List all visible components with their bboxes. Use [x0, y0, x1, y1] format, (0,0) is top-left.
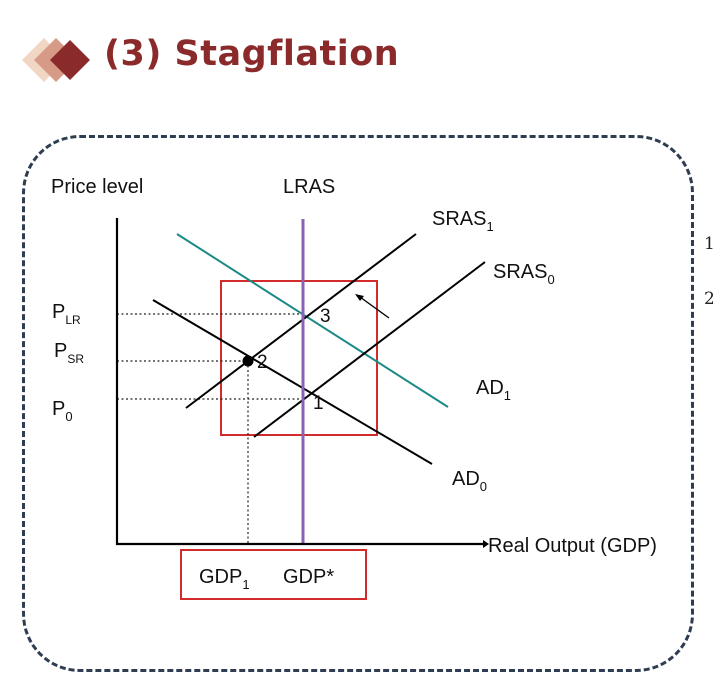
- ad0-label: AD0: [452, 468, 487, 494]
- point-label-1: 1: [313, 393, 324, 414]
- shift-arrow: [359, 296, 390, 319]
- y-axis-label: Price level: [51, 176, 143, 198]
- p0-label: P0: [52, 398, 73, 424]
- gdp1-label: GDP1: [199, 566, 250, 592]
- equilibrium-point-2: [242, 355, 254, 367]
- point-label-3: 3: [320, 306, 331, 327]
- sras0-curve: [253, 261, 486, 438]
- lras-label: LRAS: [283, 176, 335, 198]
- slide-header: (3) Stagflation: [20, 30, 520, 90]
- diagram-frame: [22, 135, 694, 672]
- ad1-label: AD1: [476, 377, 511, 403]
- ad1-curve: [176, 233, 449, 408]
- equilibrium-highlight-box: [220, 280, 378, 436]
- clipped-list-number: 2: [704, 289, 713, 309]
- gdp-star-label: GDP*: [283, 566, 334, 588]
- sras0-label: SRAS0: [493, 261, 555, 287]
- ad0-curve: [152, 299, 433, 465]
- clipped-list-number: 1: [704, 234, 713, 254]
- point-label-2: 2: [257, 352, 268, 373]
- sras1-curve: [185, 233, 417, 409]
- x-axis-label: Real Output (GDP): [488, 535, 657, 557]
- diamond-cluster-icon: [22, 38, 90, 82]
- shift-arrowhead: [355, 294, 364, 301]
- sras1-label: SRAS1: [432, 208, 494, 234]
- plr-label: PLR: [52, 301, 81, 327]
- x-axis-arrowhead: [483, 540, 489, 548]
- page-title: (3) Stagflation: [104, 34, 400, 74]
- gdp-highlight-box: [180, 549, 367, 600]
- psr-label: PSR: [54, 340, 84, 366]
